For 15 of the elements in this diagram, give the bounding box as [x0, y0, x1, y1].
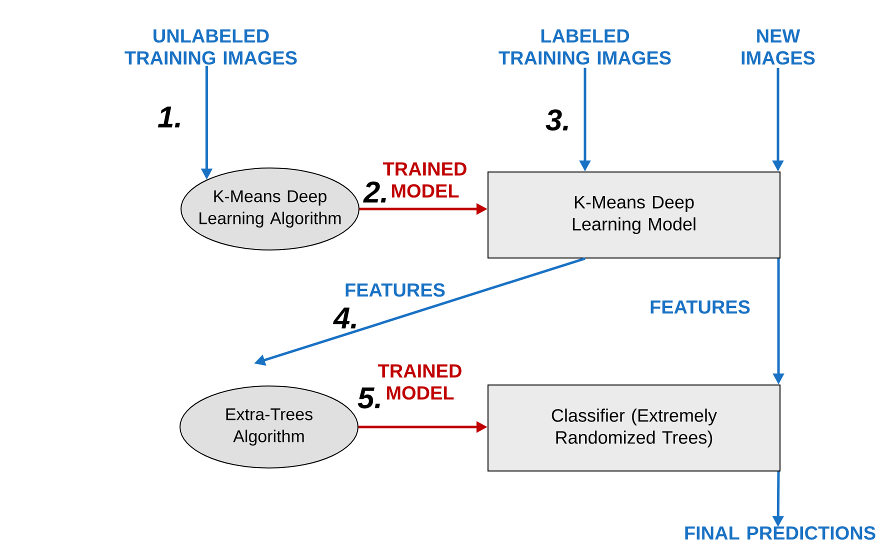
step-number: 2.: [363, 182, 386, 202]
model-box: K-Means Deep Learning Model: [488, 172, 780, 258]
input-label: NEW IMAGES: [742, 29, 815, 65]
edge-label: FEATURES: [650, 300, 750, 314]
input-label: UNLABELED TRAINING IMAGES: [124, 29, 297, 65]
step-number: 3.: [546, 109, 568, 131]
edge-label: TRAINED MODEL: [383, 162, 466, 198]
input-label: LABELED TRAINING IMAGES: [498, 29, 671, 65]
edge-label: FEATURES: [346, 283, 445, 297]
output-label: FINAL PREDICTIONS: [685, 526, 876, 540]
step-number: 4.: [333, 308, 356, 328]
edge-label: TRAINED MODEL: [378, 364, 462, 400]
model-box: Classifier (Extremely Randomized Trees): [488, 384, 780, 472]
step-number: 1.: [158, 106, 180, 128]
step-number: 5.: [358, 388, 380, 408]
